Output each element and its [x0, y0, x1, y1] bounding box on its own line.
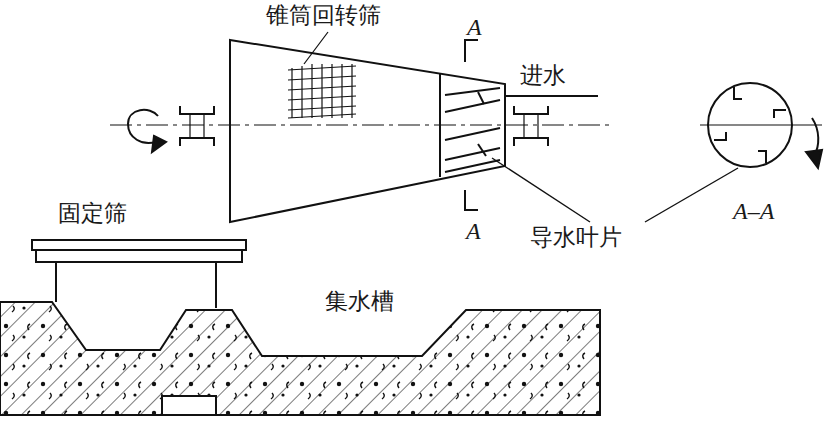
part-label: 导水叶片 — [530, 224, 622, 250]
section-mark: A — [466, 218, 481, 246]
part-label: 固定筛 — [58, 200, 127, 226]
section-title: A–A — [733, 198, 774, 226]
part-label: 锥筒回转筛 — [266, 2, 381, 28]
section-mark: A — [467, 14, 482, 42]
part-label: 集水槽 — [325, 288, 394, 314]
part-label: 进水 — [520, 62, 566, 88]
